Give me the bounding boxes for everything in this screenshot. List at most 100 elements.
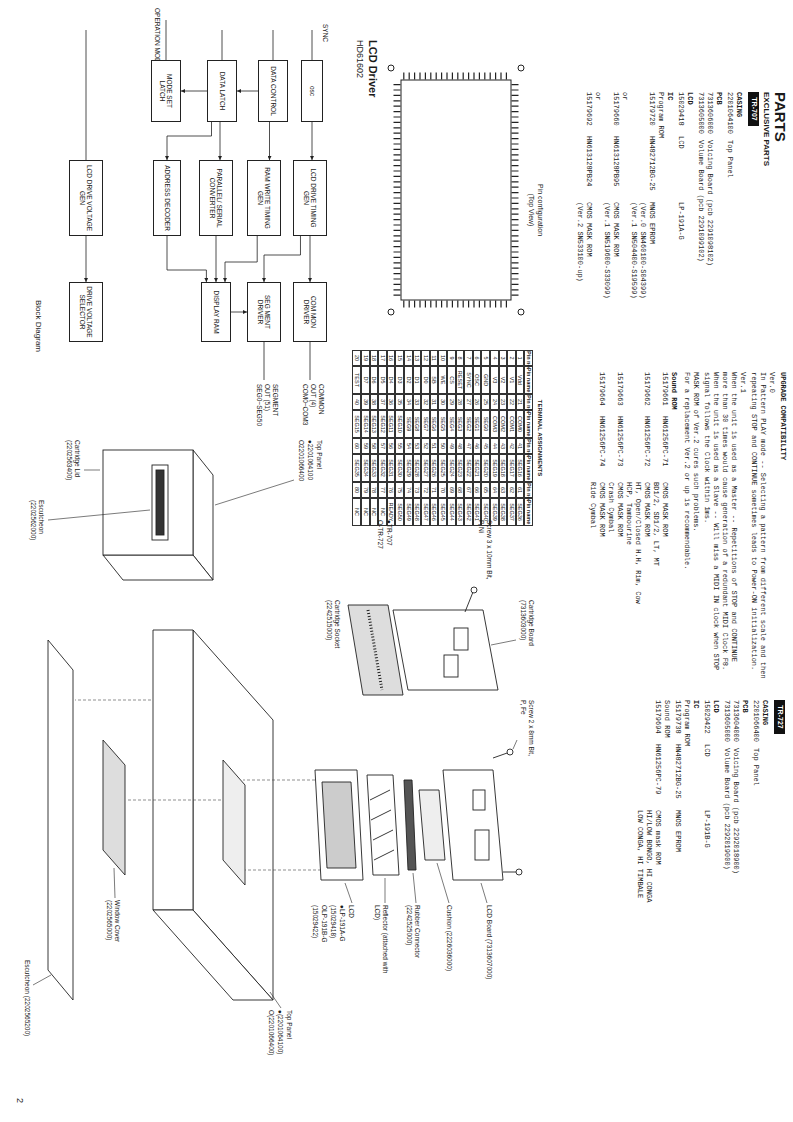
connector xyxy=(231,312,247,313)
cartridge-lid xyxy=(156,470,164,535)
table-cell: D4 xyxy=(387,366,396,394)
part-callout: Window Cover (2202565000) xyxy=(105,900,121,970)
table-cell: 36 xyxy=(387,394,396,410)
table-cell: SEG32 xyxy=(378,454,387,482)
cartridge-board xyxy=(393,610,498,690)
cartridge-board xyxy=(454,628,468,650)
table-cell: 56 xyxy=(387,438,396,454)
part-callout: O(2201066400) xyxy=(267,1010,275,1090)
cartridge-board xyxy=(471,587,477,593)
top-panel xyxy=(103,740,125,875)
parts-list-text: BD1/2, SD1/2, LT, MT xyxy=(651,482,660,679)
block-diagram-wire xyxy=(273,30,274,60)
table-cell: TEST xyxy=(352,366,361,394)
connector xyxy=(225,236,257,282)
leader-line xyxy=(33,975,51,985)
parts-list-text: CMOS mask ROM xyxy=(653,810,662,987)
table-cell: SEG29 xyxy=(404,454,413,482)
block-box: DATA CONTROL xyxy=(258,60,288,122)
table-cell: 33 xyxy=(413,394,422,410)
block-diagram-wire xyxy=(312,30,313,60)
table-cell: 54 xyxy=(404,438,413,454)
table-cell: Pin name xyxy=(524,366,533,394)
table-cell: 19 xyxy=(361,350,370,366)
leader-line xyxy=(481,883,487,903)
table-cell: 71 xyxy=(430,482,439,498)
table-cell: 8 xyxy=(456,350,465,366)
signal-name: SEGMENT OUT (51) SEG0~SEG50 xyxy=(256,384,279,428)
connector xyxy=(220,122,221,160)
table-cell: 17 xyxy=(378,350,387,366)
lcd-stack xyxy=(503,872,517,873)
top-panel xyxy=(153,630,193,910)
leader-line xyxy=(48,510,150,520)
signal-name: OPERATION MODE xyxy=(153,8,161,68)
block-box: DATA LATCH xyxy=(207,60,237,122)
table-cell: 63 xyxy=(499,482,508,498)
table-cell: SEG26 xyxy=(430,454,439,482)
parts-list-text: 7313606000 xyxy=(705,92,714,137)
table-cell: SEG46 xyxy=(430,498,439,526)
signal-name: COMMON OUT (4) COM0~COM3 xyxy=(302,384,325,428)
alignment-line xyxy=(75,700,151,701)
table-cell: 11 xyxy=(430,350,439,366)
connector xyxy=(312,122,313,160)
parts-list-text: LOW CONGA, HI TIMBALE xyxy=(635,810,644,987)
parts-list-text: In Pattern PLAY mode -- Selecting a patt… xyxy=(749,372,767,679)
lcd-stack xyxy=(475,830,489,860)
table-cell: COM1 xyxy=(507,410,516,438)
connector xyxy=(167,236,206,282)
parts-list-text: Program ROM xyxy=(682,700,691,987)
table-cell: D3 xyxy=(395,366,404,394)
parts-list-text: UPGRADE COMPATIBILITY xyxy=(778,372,787,679)
parts-list-text: 15179662 xyxy=(642,372,651,413)
table-cell: 23 xyxy=(499,394,508,410)
box-label: DRIVE VOLTAGE SELECTOR xyxy=(79,285,94,339)
top-panel xyxy=(48,640,73,1000)
table-cell: Pin name xyxy=(524,498,533,526)
leader-line xyxy=(491,640,516,645)
parts-list-text: 15179694 xyxy=(653,700,662,741)
table-cell: 25 xyxy=(481,394,490,410)
lcd-stack xyxy=(370,790,390,800)
table-cell: 46 xyxy=(473,438,482,454)
chip-outline xyxy=(388,309,394,315)
table-cell: 74 xyxy=(404,482,413,498)
table-cell: D5 xyxy=(378,366,387,394)
table-cell: 14 xyxy=(404,350,413,366)
table-cell: Pin name xyxy=(524,410,533,438)
table-cell: 38 xyxy=(370,394,379,410)
chip-outline xyxy=(512,84,519,298)
table-cell: 31 xyxy=(430,394,439,410)
part-callout: Screw 2 x 8mm Bit, P, Fe xyxy=(519,700,535,760)
table-cell: SEG17 xyxy=(507,454,516,482)
table-cell: CS xyxy=(447,366,456,394)
parts-list-text: 15029418 xyxy=(676,92,685,133)
parts-list-text: LCD xyxy=(676,136,685,199)
cartridge-board xyxy=(348,605,403,695)
table-cell: 61 xyxy=(516,482,525,498)
table-cell: 50 xyxy=(438,438,447,454)
cartridge-lid xyxy=(152,465,168,540)
parts-list-text: 7313604000 xyxy=(731,700,740,745)
parts-list-text: Crash Cymbal xyxy=(606,482,615,679)
table-cell: 24 xyxy=(490,394,499,410)
table-cell: 3 xyxy=(499,350,508,366)
block-diagram-wire xyxy=(264,342,265,380)
lcd-stack xyxy=(419,790,445,860)
parts-list-text: 7313605000 xyxy=(696,92,705,137)
box-label: osc xyxy=(308,86,315,96)
parts-list-text: Top Panel xyxy=(751,748,760,987)
figure-subtitle: HD61602 xyxy=(354,40,365,150)
cartridge-board xyxy=(465,592,473,612)
parts-list-text: MNOS EPROM xyxy=(673,810,682,987)
parts-list-text: When the unit is used as a Slave -- Will… xyxy=(702,372,720,679)
figure-caption: Pin configuration xyxy=(536,150,544,270)
table-cell: SEG33 xyxy=(370,454,379,482)
parts-list-text: 7313605000 xyxy=(722,700,731,745)
table-cell: SEG34 xyxy=(361,454,370,482)
chip-outline xyxy=(388,65,524,315)
parts-list-text: Top Panel xyxy=(725,140,734,349)
table-cell: SEG15 xyxy=(352,410,361,438)
table-cell: NC xyxy=(352,498,361,526)
